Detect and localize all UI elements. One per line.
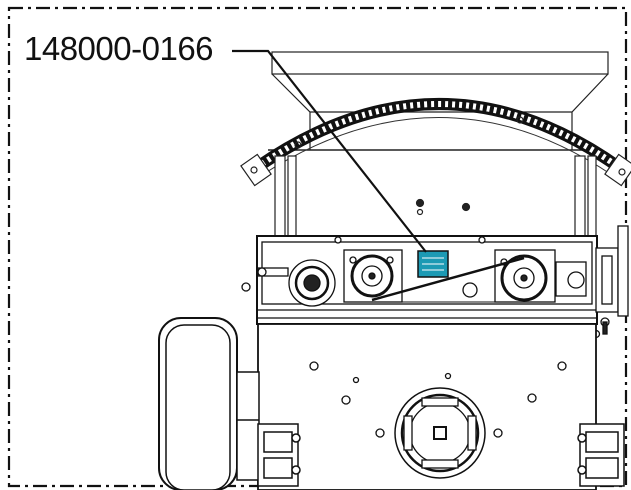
lower-body bbox=[257, 323, 597, 490]
frame-posts bbox=[274, 155, 597, 239]
hopper bbox=[268, 51, 609, 151]
part-number-callout: 148000-0166 bbox=[22, 30, 216, 67]
curved-chain bbox=[240, 98, 631, 187]
drive-assembly bbox=[241, 225, 629, 339]
left-caster-bracket bbox=[257, 423, 301, 487]
callout-leader bbox=[232, 49, 427, 253]
right-caster-bracket bbox=[577, 423, 625, 487]
left-wheel bbox=[158, 317, 260, 490]
highlighted-part bbox=[417, 250, 449, 278]
